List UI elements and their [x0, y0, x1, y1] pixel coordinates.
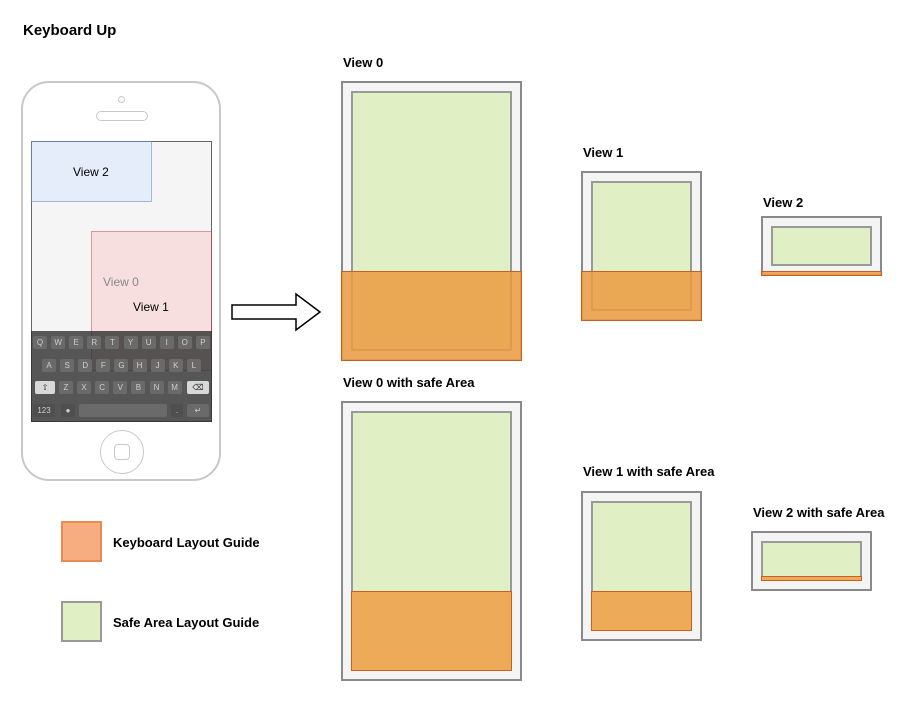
keyboard-key: Z — [59, 381, 73, 394]
home-button — [100, 430, 144, 474]
keyboard-key: J — [150, 359, 165, 372]
phone-view2-region — [31, 141, 152, 202]
keyboard-key: D — [78, 359, 93, 372]
view0-label: View 0 — [343, 55, 384, 70]
keyboard-key: R — [87, 336, 102, 349]
keyboard-key: C — [95, 381, 110, 394]
legend-safe-area-label: Safe Area Layout Guide — [113, 615, 260, 630]
keyboard-key: K — [168, 359, 183, 372]
keyboard-key: A — [42, 359, 57, 372]
view0-safe-keyboard-guide — [351, 591, 512, 671]
delete-key-icon: ⌫ — [187, 381, 209, 394]
legend-safe-area-swatch — [61, 601, 102, 642]
view2-safe-safe-area — [761, 541, 862, 581]
view1-safe-keyboard-guide — [591, 591, 692, 631]
keyboard-key: I — [159, 336, 174, 349]
return-key-icon: ↵ — [187, 404, 209, 417]
keyboard-key: S — [60, 359, 75, 372]
view2-label: View 2 — [763, 195, 804, 210]
number-key: 123 — [33, 404, 55, 417]
keyboard-key: B — [131, 381, 146, 394]
keyboard-key: M — [167, 381, 182, 394]
keyboard-key: N — [149, 381, 164, 394]
phone-view1-label: View 1 — [133, 300, 169, 314]
keyboard-key: Y — [123, 336, 138, 349]
keyboard-key: L — [186, 359, 201, 372]
keyboard-key: U — [141, 336, 156, 349]
view2-safe-keyboard-guide — [761, 576, 862, 581]
view2-safe-area — [771, 226, 872, 266]
microphone-key-icon: ● — [61, 404, 75, 417]
view1-label: View 1 — [583, 145, 624, 160]
keyboard-key: X — [77, 381, 92, 394]
shift-key-icon: ⇧ — [35, 381, 55, 394]
keyboard-key: P — [195, 336, 210, 349]
view2-keyboard-guide — [761, 271, 882, 276]
camera-icon — [118, 96, 125, 103]
keyboard-key: H — [132, 359, 147, 372]
view0-keyboard-guide — [341, 271, 522, 361]
dot-key: . — [171, 404, 183, 417]
keyboard-key: O — [177, 336, 192, 349]
speaker-icon — [96, 111, 148, 121]
home-button-icon — [114, 444, 130, 460]
phone-view2-label: View 2 — [73, 165, 109, 179]
view1-safe-label: View 1 with safe Area — [583, 464, 715, 479]
keyboard-key: E — [69, 336, 84, 349]
view1-keyboard-guide — [581, 271, 702, 321]
keyboard-key: F — [96, 359, 111, 372]
keyboard-key: Q — [33, 336, 47, 349]
keyboard-key: G — [114, 359, 129, 372]
legend-keyboard-label: Keyboard Layout Guide — [113, 535, 260, 550]
view2-safe-label: View 2 with safe Area — [753, 505, 885, 520]
space-key — [79, 404, 167, 417]
diagram-title: Keyboard Up — [23, 22, 117, 39]
view0-safe-label: View 0 with safe Area — [343, 375, 475, 390]
keyboard-key: V — [113, 381, 128, 394]
right-arrow-icon — [231, 292, 322, 332]
keyboard-key: T — [105, 336, 120, 349]
keyboard-key: W — [51, 336, 66, 349]
legend-keyboard-swatch — [61, 521, 102, 562]
phone-view0-label: View 0 — [103, 275, 139, 289]
